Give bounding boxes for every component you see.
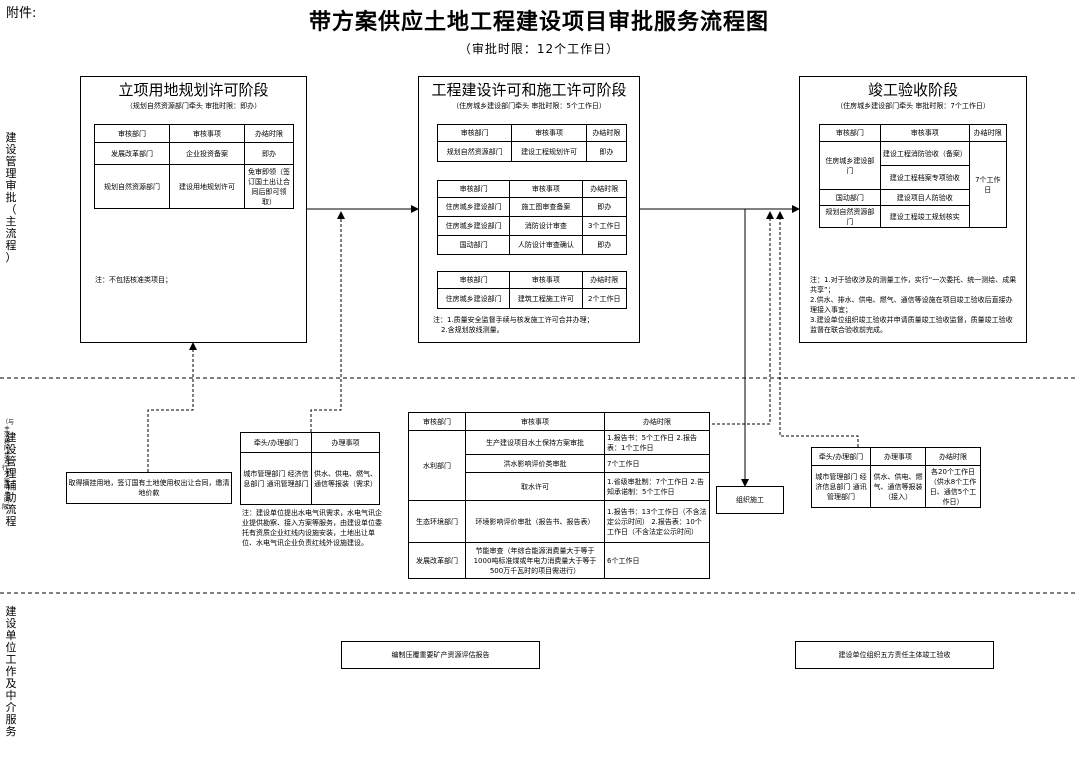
table-cell: 发展改革部门 [94,142,170,165]
attachment-label: 附件: [6,6,37,21]
lane-note-aux: （与主流程同步进行，不影响总时限） [2,419,15,511]
stage-2-panel: 工程建设许可和施工许可阶段 （住房城乡建设部门牵头 审批时限：5个工作日） 审核… [418,76,640,343]
table-header: 办结时限 [244,124,294,143]
lane-label-aux: 建设管理辅助流程 [5,431,17,528]
stage-3-note-2: 2.供水、排水、供电、燃气、通信等设施在项目竣工验收后直接办理接入事宜； [810,296,1013,314]
stage-1-subtitle: （规划自然资源部门牵头 审批时限：即办） [125,102,262,110]
stage-1-title: 立项用地规划许可阶段 [118,81,269,99]
page-title: 带方案供应土地工程建设项目审批服务流程图 [308,9,769,35]
table-cell: 即办 [244,142,294,165]
stage-1-note: 注：不包括核准类项目； [95,276,172,284]
page-subtitle: （审批时限：12个工作日） [458,42,620,56]
utility-connect-table: 牵头/办理部门办理事项办结时限 城市管理部门 经济信息部门 通讯管理部门供水、供… [811,447,981,508]
land-contract-box: 取得摘挂用地，签订国有土地使用权出让合同，缴清地价款 [66,472,232,504]
stage-2-title: 工程建设许可和施工许可阶段 [431,81,627,99]
utility-apply-table: 牵头/办理部门办理事项 城市管理部门 经济信息部门 通讯管理部门供水、供电、燃气… [240,432,380,505]
table-header: 审核事项 [169,124,245,143]
table-cell: 免审即领（签订国土出让合同后即可领取） [244,164,294,209]
stage-3-note-1: 注：1.对于验收涉及的测量工作，实行“一次委托、统一测绘、成果共享”； [810,276,1017,294]
table-cell: 企业投资备案 [169,142,245,165]
stage-3-panel: 竣工验收阶段 （住房城乡建设部门牵头 审批时限：7个工作日） 审核部门审核事项办… [799,76,1027,343]
stage-3-note-3: 3.建设单位组织竣工验收并申请质量竣工验收监督，质量竣工验收监督在联合验收前完成… [810,316,1013,334]
utility-apply-note: 注：建设单位提出水电气讯需求，水电气讯企业提供勘察、接入方案等服务，由建设单位委… [242,509,382,547]
stage-2-note-2: 2.含规划放线测量。 [441,326,504,334]
lane-label-service: 建设单位工作及中介服务 [5,605,17,738]
stage-3-title: 竣工验收阶段 [867,81,958,99]
lane-label-main: 建设管理审批（主流程） [5,131,17,264]
organize-construction-box: 组织施工 [716,486,784,514]
stage-3-subtitle: （住房城乡建设部门牵头 审批时限：7个工作日） [836,102,990,110]
stage-1-table: 审核部门审核事项办结时限 发展改革部门企业投资备案即办 规划自然资源部门建设用地… [94,124,294,209]
five-party-acceptance-box: 建设单位组织五方责任主体竣工验收 [795,641,994,669]
stage-1-panel: 立项用地规划许可阶段 （规划自然资源部门牵头 审批时限：即办） 审核部门审核事项… [80,76,307,343]
stage-2-subtitle: （住房城乡建设部门牵头 审批时限：5个工作日） [452,102,606,110]
mineral-report-box: 编制压覆重要矿产资源评估报告 [341,641,540,669]
table-cell: 规划自然资源部门 [94,164,170,209]
stage-3-table: 审核部门审核事项办结时限 住房城乡建设部门建设工程消防验收（备案）7个工作日 建… [819,124,1008,228]
stage-2-note-1: 注：1.质量安全监督手续与核发施工许可合并办理； [433,316,594,324]
table-cell: 建设用地规划许可 [169,164,245,209]
stage-2-table-1: 审核部门审核事项办结时限 规划自然资源部门建设工程规划许可即办 [436,124,628,162]
table-header: 审核部门 [94,124,170,143]
stage-2-table-2: 审核部门审核事项办结时限 住房城乡建设部门施工图审查备案即办 住房城乡建设部门消… [436,180,628,255]
